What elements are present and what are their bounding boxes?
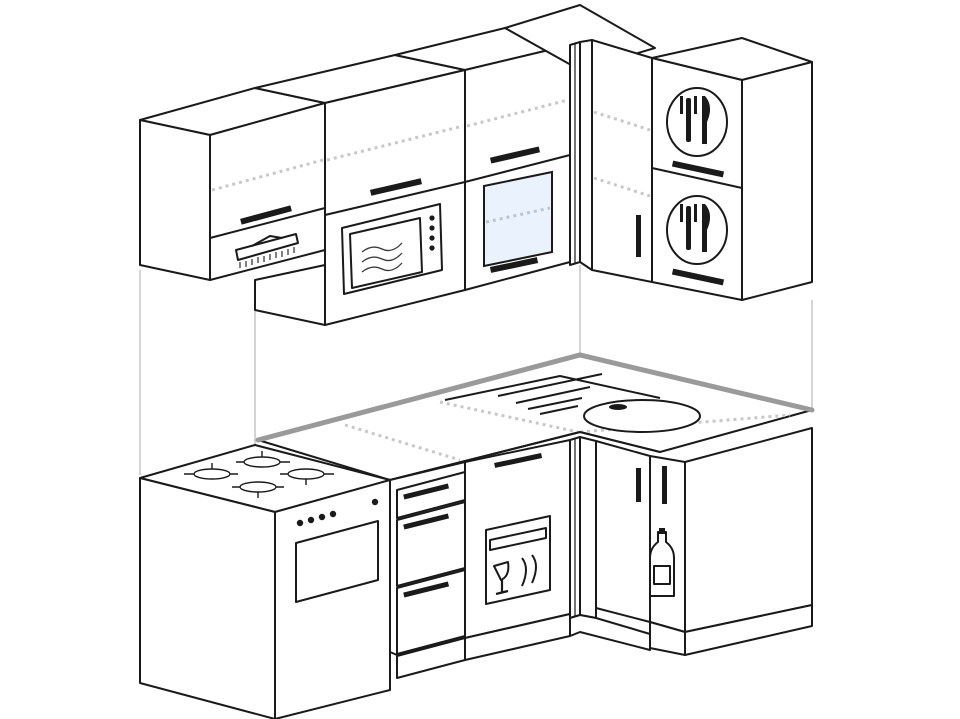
range-hood-icon [235, 233, 299, 268]
glass-door [483, 170, 553, 268]
dishwasher [464, 439, 571, 661]
oven-icon [295, 520, 379, 603]
upper-right-cabinet [651, 37, 813, 301]
bottle-icon [649, 528, 675, 597]
corner-base-cabinet [569, 436, 651, 651]
cooktop-burners [184, 451, 334, 498]
wine-glass-icon [493, 561, 510, 596]
utensils-icon [680, 96, 711, 144]
sink-icon [444, 373, 701, 433]
sink-base-cabinet [649, 427, 813, 656]
upper-corner-cabinet [504, 4, 656, 283]
utensils-icon [680, 204, 711, 252]
drawer-cabinet [389, 461, 466, 679]
microwave-icon [341, 203, 443, 295]
plates-icon [521, 554, 537, 587]
upper-cabinet-hood [139, 87, 326, 281]
oven-knobs [296, 498, 379, 527]
stove [139, 444, 391, 719]
